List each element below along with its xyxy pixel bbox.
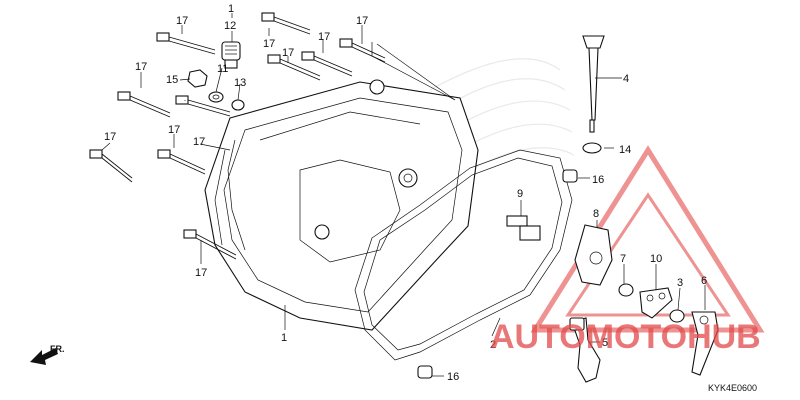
gear [221,41,241,69]
callout: 17 [318,31,330,43]
washer [208,91,224,103]
callout: 10 [650,253,662,265]
callout: 7 [620,253,626,265]
plate [639,287,673,319]
dipstick-o-ring [582,142,602,154]
bolt [301,51,353,77]
callout: 6 [701,275,707,287]
bolt [157,149,206,175]
watermark-text: AUTOMOTOHUB [490,318,761,356]
stud [506,215,541,241]
callout: 15 [166,74,178,86]
callout: 12 [224,20,236,32]
nut [187,69,208,88]
callout: 14 [619,144,631,156]
front-arrow: FR. [30,344,65,365]
bolt [117,91,171,118]
callout: 8 [593,208,599,220]
o-ring-small [669,309,685,323]
callout: 1 [228,3,234,15]
leader-lines [101,13,706,377]
callout: 17 [193,136,205,148]
callout: 11 [217,63,228,75]
bracket [569,317,601,383]
callouts: 17 1 12 17 17 17 11 13 15 17 17 17 17 17… [104,3,707,383]
callout: 17 [135,61,147,73]
bolt [175,95,231,117]
front-label: FR. [50,344,65,354]
callout: 17 [356,15,368,27]
callout: 17 [104,131,116,143]
bolt [183,229,237,260]
bolts [89,12,386,260]
bolt [89,149,133,183]
callout: 17 [263,38,275,50]
figure-code: KYK4E0600 [708,383,757,393]
o-ring [231,99,245,111]
callout: 5 [602,337,608,349]
callout: 17 [168,124,180,136]
collar [618,283,634,297]
dowel-pin-lower [417,365,433,379]
cover-gasket [354,149,573,361]
dowel-pin [562,169,578,183]
callout: 16 [592,174,604,186]
callout: 3 [677,277,683,289]
callout: 1 [281,332,287,344]
callout: 9 [517,188,523,200]
dipstick [582,35,605,133]
bolt [261,12,311,35]
crankcase-cover [204,79,479,331]
callout: 13 [234,77,246,89]
callout: 16 [447,371,459,383]
bolt [156,32,216,55]
lever [691,311,719,376]
callout: 17 [195,267,207,279]
callout: 2 [490,339,496,351]
bolt [267,54,321,81]
callout: 17 [282,47,294,59]
callout: 4 [623,73,629,85]
bolt [339,38,386,63]
callout: 17 [176,15,188,27]
shift-arm [574,224,613,286]
